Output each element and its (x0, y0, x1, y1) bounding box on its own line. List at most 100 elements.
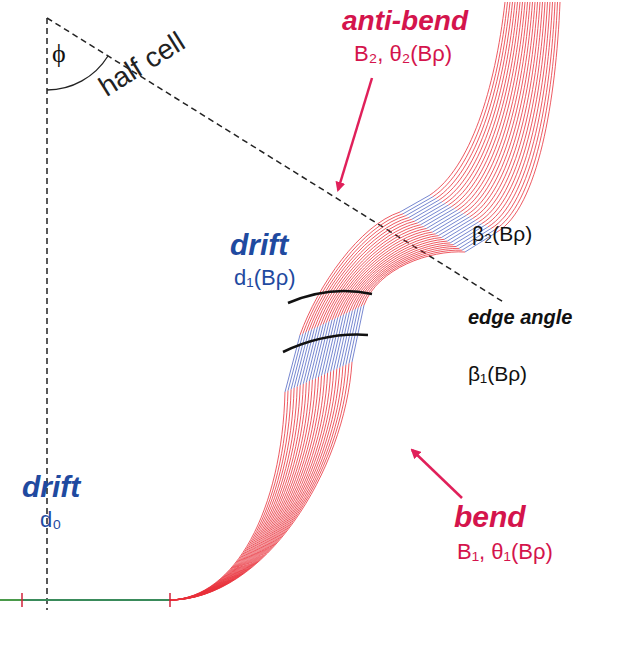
orbit-line (464, 2, 533, 214)
orbit-line (328, 316, 341, 373)
orbit-line (467, 2, 536, 215)
orbit-line (337, 312, 350, 369)
orbit-line (352, 245, 453, 311)
orbit-line (441, 219, 472, 238)
orbit-line (406, 198, 436, 215)
orbit-line (346, 308, 358, 365)
pointer-arrow (338, 78, 372, 190)
orbit-line (438, 217, 469, 236)
orbit-line (22, 600, 170, 601)
orbit-line (170, 392, 285, 600)
orbit-line (22, 600, 170, 601)
orbit-line (170, 388, 294, 600)
orbit-line (303, 214, 403, 334)
orbit-line (22, 600, 170, 601)
section-parameter: B₂, θ₂(Bρ) (352, 42, 454, 66)
orbit-line (22, 600, 170, 601)
orbit-line (418, 205, 449, 223)
orbit-line (343, 309, 355, 366)
orbit-line (22, 600, 170, 601)
section-parameter: d₁(Bρ) (232, 266, 298, 290)
edge-curve (288, 291, 372, 303)
orbit-line (318, 223, 418, 327)
orbit-line (170, 389, 291, 600)
orbit-line (170, 362, 352, 600)
section-name: anti-bend (340, 6, 470, 37)
orbit-line (319, 320, 333, 377)
edge-angle-label: edge angle (466, 306, 574, 328)
orbit-line (334, 313, 347, 370)
orbit-line (470, 2, 538, 217)
edge-parameter: β₂(Bρ) (470, 222, 534, 245)
orbit-line (170, 391, 288, 600)
tick-mark (21, 593, 23, 607)
orbit-line (364, 252, 465, 305)
orbit-line (170, 380, 312, 600)
orbit-line (415, 203, 445, 221)
orbit-line (22, 600, 170, 601)
orbit-line (170, 365, 346, 600)
orbit-line (170, 363, 349, 600)
edge-parameter: β₁(Bρ) (466, 362, 529, 385)
edge-curve (283, 335, 368, 352)
orbit-line (22, 600, 170, 601)
orbit-line (400, 195, 430, 212)
orbit-line (427, 210, 458, 228)
orbit-line (316, 321, 330, 378)
orbit-bundle (22, 2, 560, 600)
orbit-line (344, 239, 445, 314)
orbit-line (309, 324, 323, 381)
orbit-line (358, 248, 459, 307)
orbit-line (315, 221, 415, 328)
tick-mark (169, 593, 171, 607)
orbit-line (22, 600, 170, 601)
orbit-line (22, 600, 170, 601)
angle-symbol: ϕ (50, 40, 68, 69)
orbit-line (476, 2, 543, 220)
section-name: drift (228, 228, 290, 261)
orbit-line (170, 383, 306, 601)
orbit-line (340, 311, 353, 368)
orbit-line (170, 385, 300, 600)
section-parameter: d₀ (38, 508, 63, 532)
orbit-line (22, 600, 170, 601)
orbit-line (170, 387, 297, 601)
orbit-line (22, 600, 170, 601)
orbit-line (331, 315, 344, 372)
orbit-line (22, 600, 170, 601)
orbit-line (22, 600, 170, 601)
orbit-line (355, 247, 456, 310)
orbit-line (350, 243, 451, 312)
orbit-line (22, 600, 170, 601)
pointer-arrow (412, 450, 462, 498)
orbit-line (22, 600, 170, 601)
orbit-line (479, 2, 545, 222)
orbit-line (22, 600, 170, 601)
orbit-line (433, 214, 464, 233)
orbit-line (170, 381, 309, 600)
orbit-line (424, 209, 455, 227)
orbit-line (22, 600, 170, 601)
orbit-line (322, 319, 335, 376)
orbit-line (361, 250, 462, 306)
orbit-line (421, 207, 452, 225)
orbit-line (482, 2, 548, 224)
section-name: bend (452, 500, 528, 533)
orbit-line (312, 219, 412, 329)
orbit-line (412, 202, 442, 220)
section-name: drift (20, 470, 82, 503)
start-segment (0, 599, 22, 601)
half-cell-label: half cell (92, 26, 192, 105)
orbit-line (409, 200, 439, 218)
orbit-line (170, 384, 303, 600)
orbit-line (22, 600, 170, 601)
orbit-line (22, 600, 170, 601)
orbit-line (325, 317, 338, 374)
orbit-line (347, 241, 448, 313)
orbit-line (22, 600, 170, 601)
orbit-line (436, 215, 467, 234)
section-parameter: B₁, θ₁(Bρ) (455, 540, 555, 564)
orbit-line (312, 323, 326, 380)
orbit-line (497, 2, 560, 232)
